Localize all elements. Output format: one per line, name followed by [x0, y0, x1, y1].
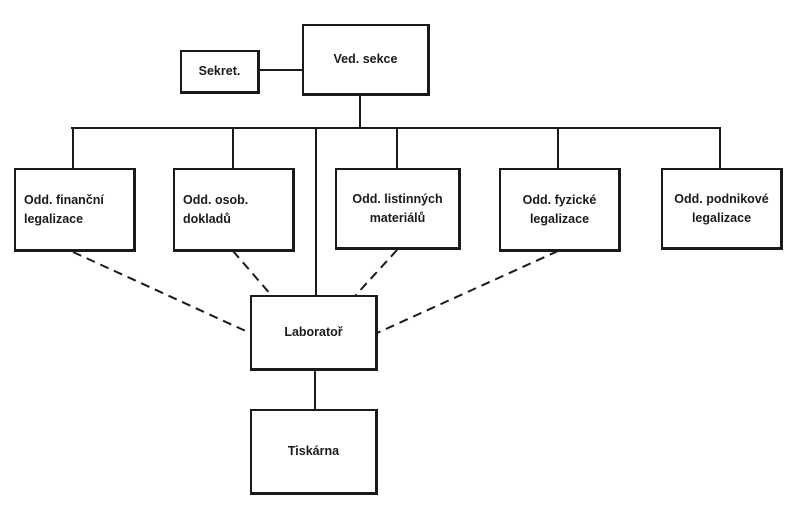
- department-box-5: Odd. podnikové legalizace: [661, 168, 783, 250]
- department-label-3: Odd. listinných materiálů: [352, 192, 443, 225]
- printing-box: Tiskárna: [250, 409, 378, 495]
- department-label-1: Odd. finanční legalizace: [24, 193, 104, 226]
- department-box-3: Odd. listinných materiálů: [335, 168, 461, 250]
- laboratory-label: Laboratoř: [284, 325, 343, 340]
- head-box: Ved. sekce: [302, 24, 430, 96]
- dashed-dept-3-lab: [354, 249, 398, 297]
- secretariat-box: Sekret.: [180, 50, 260, 94]
- head-label: Ved. sekce: [333, 52, 398, 67]
- department-label-4: Odd. fyzické legalizace: [522, 193, 597, 226]
- secretariat-label: Sekret.: [198, 64, 241, 79]
- dashed-dept-2-lab: [232, 250, 273, 297]
- department-label-2: Odd. osob. dokladů: [183, 193, 249, 226]
- dashed-dept-4-lab: [376, 250, 559, 334]
- department-box-4: Odd. fyzické legalizace: [499, 168, 621, 252]
- dashed-dept-1-lab: [72, 251, 251, 334]
- printing-label: Tiskárna: [287, 444, 340, 459]
- department-box-2: Odd. osob. dokladů: [173, 168, 295, 252]
- laboratory-box: Laboratoř: [250, 295, 378, 371]
- department-label-5: Odd. podnikové legalizace: [674, 192, 769, 225]
- department-box-1: Odd. finanční legalizace: [14, 168, 136, 252]
